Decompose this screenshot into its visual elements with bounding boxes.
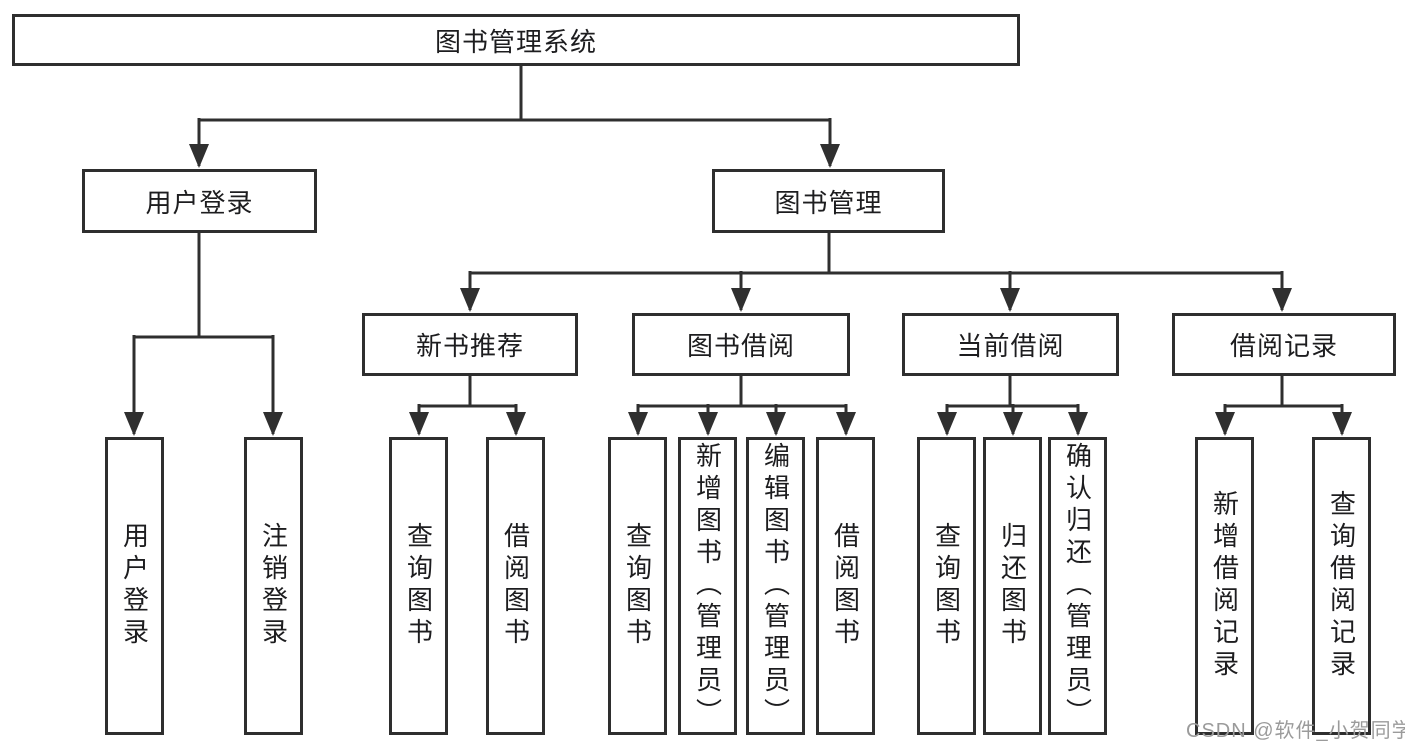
leaf-query-book-borrowing: 查询图书 [608,437,667,735]
leaf-user-login-label: 用户登录 [119,522,150,650]
edge-mgmt-trunk [470,233,1282,275]
node-book-borrowing: 图书借阅 [632,313,850,376]
node-book-management-label: 图书管理 [774,187,883,218]
node-borrowing-records-label: 借阅记录 [1229,331,1338,361]
node-current-borrowing-label: 当前借阅 [956,331,1065,361]
leaf-add-borrow-record-label: 新增借阅记录 [1209,490,1240,682]
leaf-borrow-book-recommend-label: 借阅图书 [500,522,531,650]
csdn-watermark: CSDN @软件_小贺同学 [1186,720,1405,742]
leaf-edit-book-admin-label: 编辑图书（管理员） [760,442,791,730]
leaf-borrow-book-recommend: 借阅图书 [486,437,545,735]
node-borrowing-records: 借阅记录 [1172,313,1396,376]
leaf-confirm-return-admin-label: 确认归还（管理员） [1062,442,1093,730]
leaf-query-book-recommend: 查询图书 [389,437,448,735]
leaf-logout-label: 注销登录 [258,522,289,650]
node-library-system: 图书管理系统 [12,14,1020,66]
edge-borrowing-trunk [638,376,846,408]
node-book-management: 图书管理 [712,169,945,233]
leaf-query-book-current-label: 查询图书 [931,522,962,650]
node-user-login: 用户登录 [82,169,317,233]
leaf-query-borrow-record: 查询借阅记录 [1312,437,1371,735]
edge-records-trunk [1225,376,1342,408]
node-library-system-label: 图书管理系统 [434,26,597,57]
edge-recommend-trunk [419,376,516,408]
leaf-logout: 注销登录 [244,437,303,735]
leaf-add-book-admin-label: 新增图书（管理员） [692,442,723,730]
leaf-query-borrow-record-label: 查询借阅记录 [1326,490,1357,682]
leaf-return-book-label: 归还图书 [997,522,1028,650]
node-book-borrowing-label: 图书借阅 [686,331,795,361]
leaf-query-book-current: 查询图书 [917,437,976,735]
leaf-edit-book-admin: 编辑图书（管理员） [746,437,805,735]
leaf-return-book: 归还图书 [983,437,1042,735]
node-current-borrowing: 当前借阅 [902,313,1119,376]
node-new-book-recommendation: 新书推荐 [362,313,578,376]
leaf-query-book-recommend-label: 查询图书 [403,522,434,650]
node-user-login-label: 用户登录 [145,187,254,218]
leaf-user-login: 用户登录 [105,437,164,735]
leaf-borrow-book-borrowing: 借阅图书 [816,437,875,735]
leaf-add-borrow-record: 新增借阅记录 [1195,437,1254,735]
leaf-add-book-admin: 新增图书（管理员） [678,437,737,735]
leaf-query-book-borrowing-label: 查询图书 [622,522,653,650]
edge-current-trunk [947,376,1078,408]
leaf-borrow-book-borrowing-label: 借阅图书 [830,522,861,650]
leaf-confirm-return-admin: 确认归还（管理员） [1048,437,1107,735]
node-new-book-recommendation-label: 新书推荐 [415,331,524,361]
edge-login-trunk [134,233,273,339]
edge-root-trunk [199,65,830,122]
